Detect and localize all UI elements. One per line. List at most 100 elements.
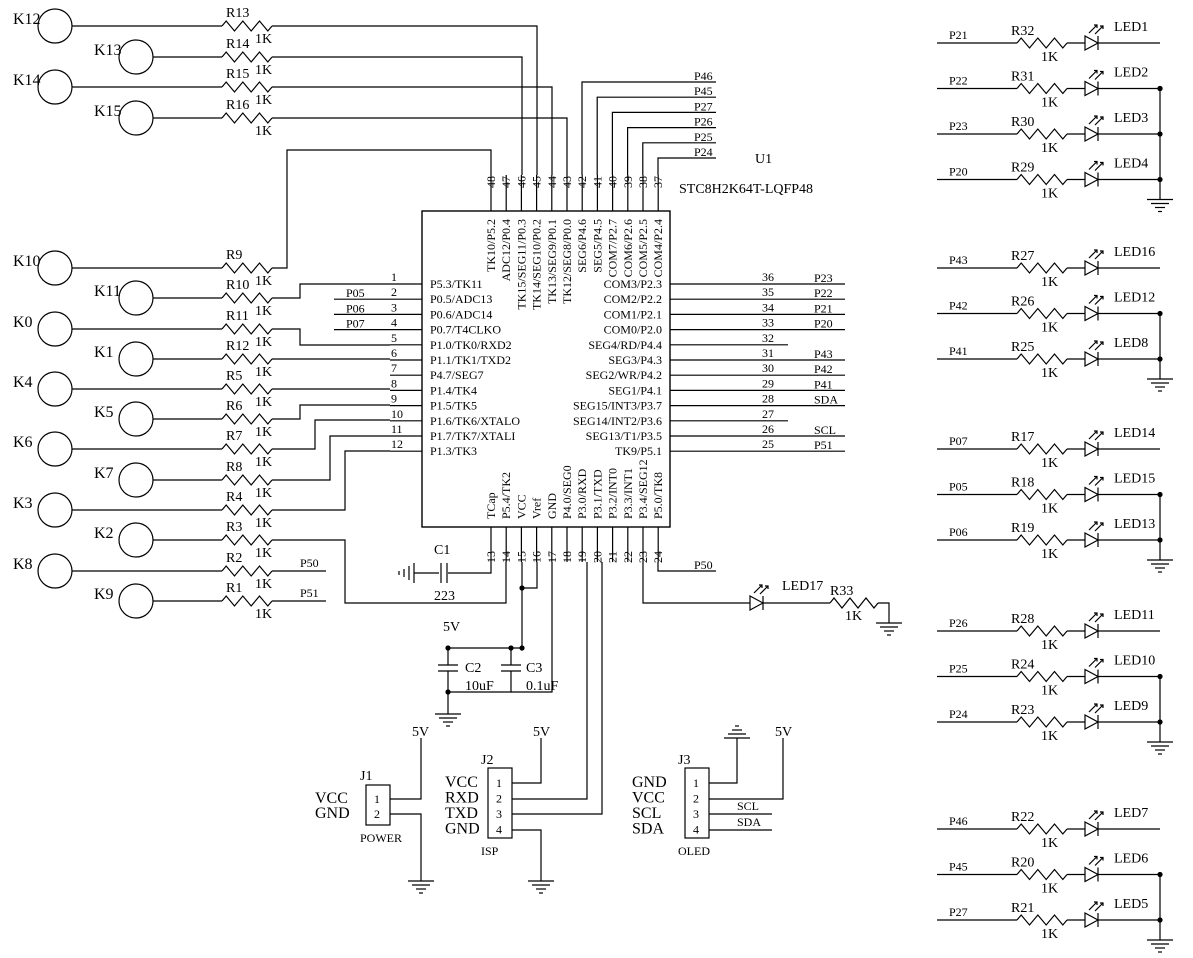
net-label: P41 — [949, 344, 968, 358]
net-label: P43 — [949, 253, 968, 267]
net-label: P07 — [346, 317, 365, 331]
resistor-ref: R6 — [226, 399, 242, 414]
resistor-value: 1K — [1041, 927, 1058, 942]
resistor-ref: R19 — [1011, 521, 1034, 536]
resistor-ref: R18 — [1011, 476, 1034, 491]
resistor-value: 1K — [1041, 321, 1058, 336]
led-arrowhead — [1100, 25, 1104, 29]
resistor-value: 1K — [845, 609, 862, 624]
net-label: P27 — [694, 99, 713, 113]
led-icon — [1084, 340, 1104, 368]
led-arrow — [1088, 161, 1098, 170]
led-arrow — [1088, 703, 1098, 713]
resistor-value: 1K — [1041, 366, 1058, 381]
led-arrow — [1094, 250, 1104, 260]
led-arrow — [1088, 521, 1098, 531]
pin-number: 1 — [391, 270, 397, 284]
resistor-symbol — [1016, 443, 1068, 455]
net-label: P25 — [949, 662, 968, 676]
pin-number: 18 — [560, 551, 574, 563]
led-arrow — [1088, 856, 1098, 865]
resistor-symbol — [221, 262, 273, 274]
c2-value: 10uF — [465, 679, 494, 694]
led-icon — [1084, 810, 1104, 838]
key-label: K11 — [94, 283, 121, 300]
j1-vcc-wire — [390, 738, 422, 800]
resistor-symbol — [221, 20, 273, 32]
resistor-ref: R17 — [1011, 430, 1034, 445]
led-triangle — [1084, 171, 1100, 188]
key-route-wire — [272, 450, 390, 511]
net-label: P20 — [949, 165, 968, 179]
resistor-ref: R9 — [226, 248, 242, 263]
resistor-symbol — [221, 383, 273, 395]
net-label: P50 — [694, 558, 713, 572]
j2-pin-number: 4 — [496, 823, 502, 837]
resistor-symbol — [221, 474, 273, 486]
resistor-value: 1K — [255, 455, 272, 470]
led-arrowhead — [1094, 115, 1098, 119]
pin-name: SEG1/P4.1 — [608, 383, 662, 397]
led-triangle — [1084, 531, 1100, 549]
j2-name: ISP — [481, 844, 499, 858]
j3-body — [684, 767, 710, 839]
pin-name: SEG5/P4.5 — [590, 219, 604, 273]
j3-gnd-wire — [709, 738, 738, 784]
key-label: K5 — [94, 404, 114, 421]
pin-name: P4.7/SEG7 — [430, 368, 484, 382]
led-label: LED4 — [1114, 157, 1148, 172]
pin-number: 9 — [391, 392, 397, 406]
vref-wire — [522, 562, 538, 589]
resistor-value: 1K — [1041, 882, 1058, 897]
resistor-symbol — [1016, 488, 1068, 501]
resistor-value: 1K — [255, 607, 272, 622]
j1-pin-number: 1 — [374, 792, 380, 806]
resistor-symbol — [221, 353, 273, 365]
net-label: P24 — [694, 145, 713, 159]
key-route-wire — [272, 419, 390, 450]
net-wire — [657, 157, 716, 175]
pin-number: 13 — [484, 551, 498, 563]
resistor-ref: R30 — [1011, 115, 1034, 130]
j2-body — [487, 767, 513, 839]
j2-ref: J2 — [481, 753, 493, 768]
pin-number: 40 — [606, 176, 620, 188]
led-arrowhead — [1100, 522, 1104, 526]
resistor-value: 1K — [255, 425, 272, 440]
net-label: SCL — [737, 799, 759, 813]
led-triangle — [1084, 668, 1100, 685]
led-triangle — [1084, 350, 1100, 368]
led-arrow — [1094, 704, 1104, 714]
key-label: K8 — [13, 556, 33, 573]
net-label: P23 — [949, 119, 968, 133]
led-arrow — [1088, 249, 1098, 259]
c3-ref: C3 — [526, 661, 542, 676]
pin-number: 19 — [575, 551, 589, 563]
led-label: LED15 — [1114, 472, 1155, 487]
led-arrow — [1094, 71, 1104, 80]
pin-number: 23 — [636, 551, 650, 563]
pin-number: 32 — [762, 331, 774, 345]
net-label: P21 — [949, 28, 968, 42]
led-arrowhead — [1094, 24, 1098, 28]
net-label: P45 — [694, 84, 713, 98]
resistor-value: 1K — [1041, 836, 1058, 851]
resistor-symbol — [1016, 173, 1068, 186]
key-label: K7 — [94, 465, 114, 482]
resistor-symbol — [221, 292, 273, 304]
led-triangle — [1084, 305, 1100, 322]
pin-number: 12 — [391, 437, 403, 451]
key-label: K1 — [94, 344, 114, 361]
led-label: LED12 — [1114, 291, 1155, 306]
led-arrowhead — [1100, 431, 1104, 435]
pin-number: 22 — [621, 551, 635, 563]
j3-pin-number: 4 — [693, 823, 699, 837]
pin-name: P4.0/SEG0 — [560, 465, 574, 519]
resistor-value: 1K — [255, 32, 272, 47]
resistor-value: 1K — [255, 274, 272, 289]
led-arrow — [1094, 477, 1104, 486]
resistor-ref: R3 — [226, 520, 242, 535]
